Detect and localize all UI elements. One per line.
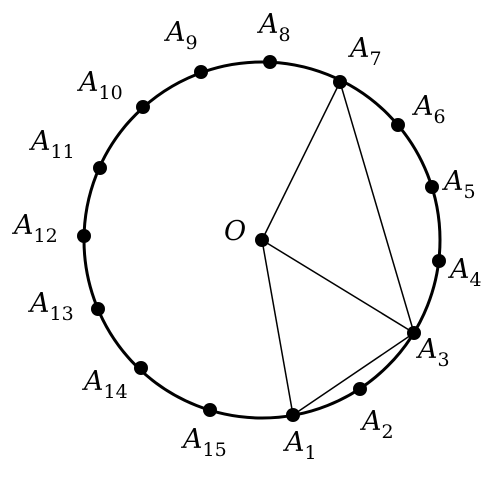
labels: O A1 A2 A3 A4 A5 A6 A7 A8 A9 A10 A11 A12… [11, 9, 482, 464]
point-a14 [134, 361, 148, 375]
point-a3 [407, 326, 421, 340]
segment-a7-a3 [339, 81, 415, 334]
label-o: O [224, 216, 246, 247]
center-point [255, 233, 269, 247]
point-a10 [136, 100, 150, 114]
label-a2: A2 [359, 406, 394, 443]
label-a10: A10 [76, 67, 123, 104]
point-a4 [432, 254, 446, 268]
point-a11 [93, 161, 107, 175]
segments [261, 81, 415, 416]
points [77, 55, 446, 422]
label-a1: A1 [282, 427, 317, 464]
label-a15: A15 [180, 424, 227, 461]
label-a5: A5 [441, 166, 476, 203]
point-a6 [391, 118, 405, 132]
segment-a1-a3 [292, 332, 415, 416]
point-a12 [77, 229, 91, 243]
segment-o-a7 [261, 81, 341, 241]
label-a6: A6 [411, 91, 446, 128]
label-a3: A3 [415, 334, 450, 371]
point-a8 [263, 55, 277, 69]
label-a14: A14 [81, 366, 128, 403]
point-a1 [286, 408, 300, 422]
segment-o-a3 [261, 239, 415, 334]
segment-o-a1 [261, 239, 294, 416]
point-a13 [91, 302, 105, 316]
label-a12: A12 [11, 210, 58, 247]
label-a4: A4 [447, 254, 482, 291]
label-a9: A9 [163, 17, 198, 54]
label-a13: A13 [27, 288, 74, 325]
point-a7 [333, 75, 347, 89]
label-a8: A8 [256, 9, 291, 46]
point-a9 [194, 65, 208, 79]
point-a5 [425, 180, 439, 194]
label-a7: A7 [347, 33, 382, 70]
point-a15 [203, 403, 217, 417]
label-a11: A11 [28, 126, 75, 163]
point-a2 [353, 382, 367, 396]
